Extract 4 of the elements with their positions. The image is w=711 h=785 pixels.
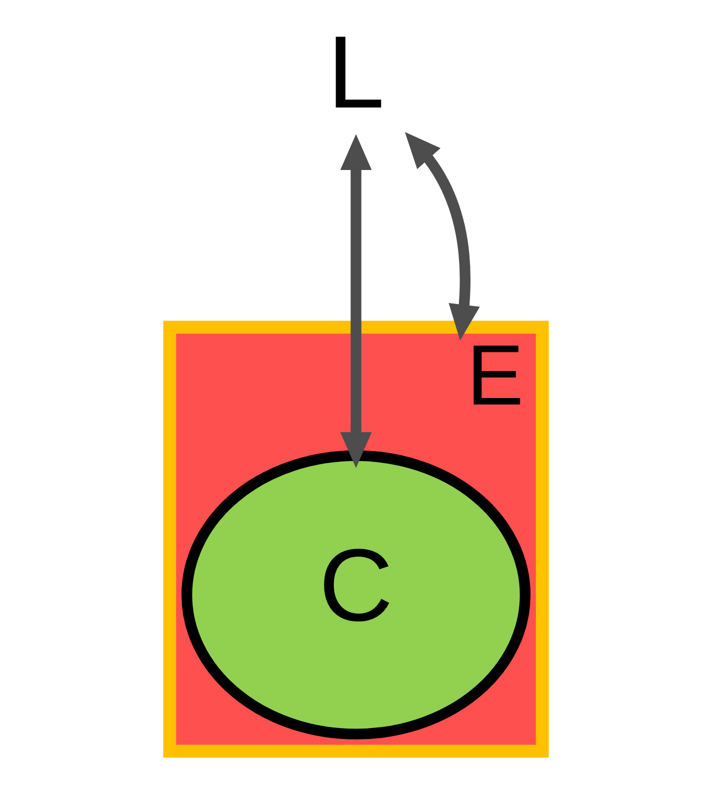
arrow bbox=[340, 134, 372, 468]
arrow bbox=[404, 132, 480, 340]
node-text: L bbox=[326, 14, 384, 130]
node-ellipse: C bbox=[180, 450, 530, 740]
